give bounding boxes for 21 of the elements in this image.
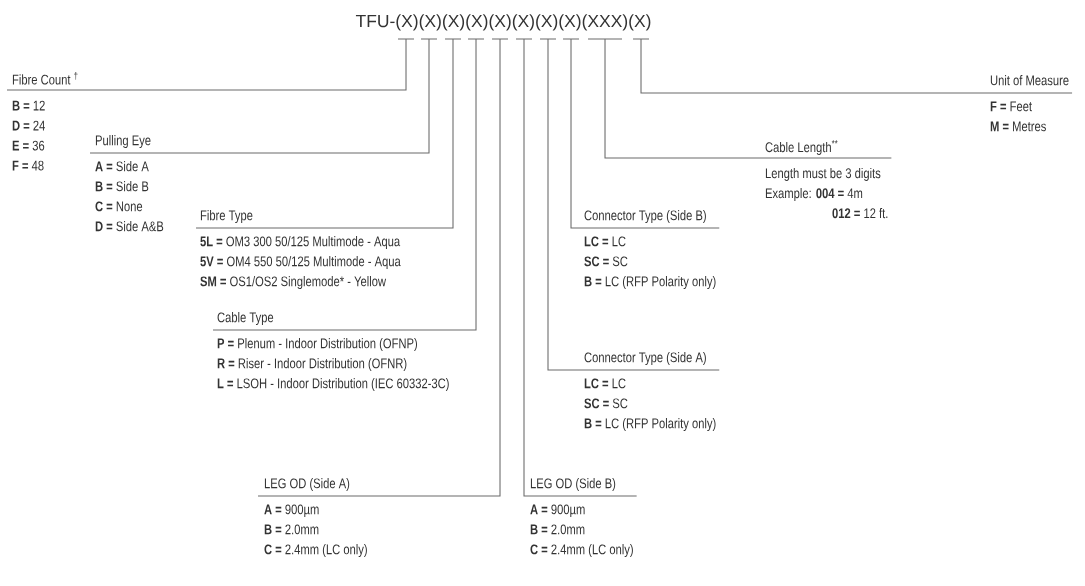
leader-line	[562, 38, 720, 229]
option-list: Pulling Eye A = Side A B = Side B C = None D = Side A&B	[95, 135, 164, 232]
option-list: LEG OD (Side A) A = 900µm B = 2.0mm C = 2.4mm (LC only)	[264, 478, 367, 558]
option-list: Connector Type (Side B) LC = LC SC = SC B = LC (RFP Polarity only)	[584, 210, 716, 290]
leader-line	[539, 38, 720, 371]
leader-line	[195, 38, 462, 229]
leader-line	[6, 38, 415, 91]
option-list: Fibre Type 5L = OM3 300 50/125 Multimode - Aqua 5V = OM4 550 50/125 Multimode - Aqua SM = OS1/OS2 Singlemode* - Yellow	[200, 210, 401, 290]
leader-line	[89, 38, 438, 154]
leader-line	[257, 38, 509, 497]
option-list: Connector Type (Side A) LC = LC SC = SC B = LC (RFP Polarity only)	[584, 352, 716, 432]
leader-line	[212, 38, 485, 331]
option-list: LEG OD (Side B) A = 900µm B = 2.0mm C = 2.4mm (LC only)	[530, 478, 633, 558]
leader-line	[587, 38, 892, 159]
leader-line	[632, 38, 1073, 94]
option-list: Unit of Measure F = Feet M = Metres	[990, 75, 1069, 132]
option-list: Fibre Count $^{†}$ B = 12 D = 24 E = 36 F = 48	[12, 72, 78, 171]
option-list: Cable Length$^{**}$ Length must be 3 digits Example: 004 = 4m 012 = 12 ft.	[765, 140, 888, 219]
option-list: Cable Type P = Plenum - Indoor Distribution (OFNP) R = Riser - Indoor Distribution (OFNR) L = LSOH - Indoor Distribution (IEC 60332-3C)	[217, 312, 449, 392]
part-number-text: TFU-(X)(X)(X)(X)(X)(X)(X)(X)(XXX)(X)	[355, 14, 651, 31]
leader-line	[515, 38, 638, 497]
